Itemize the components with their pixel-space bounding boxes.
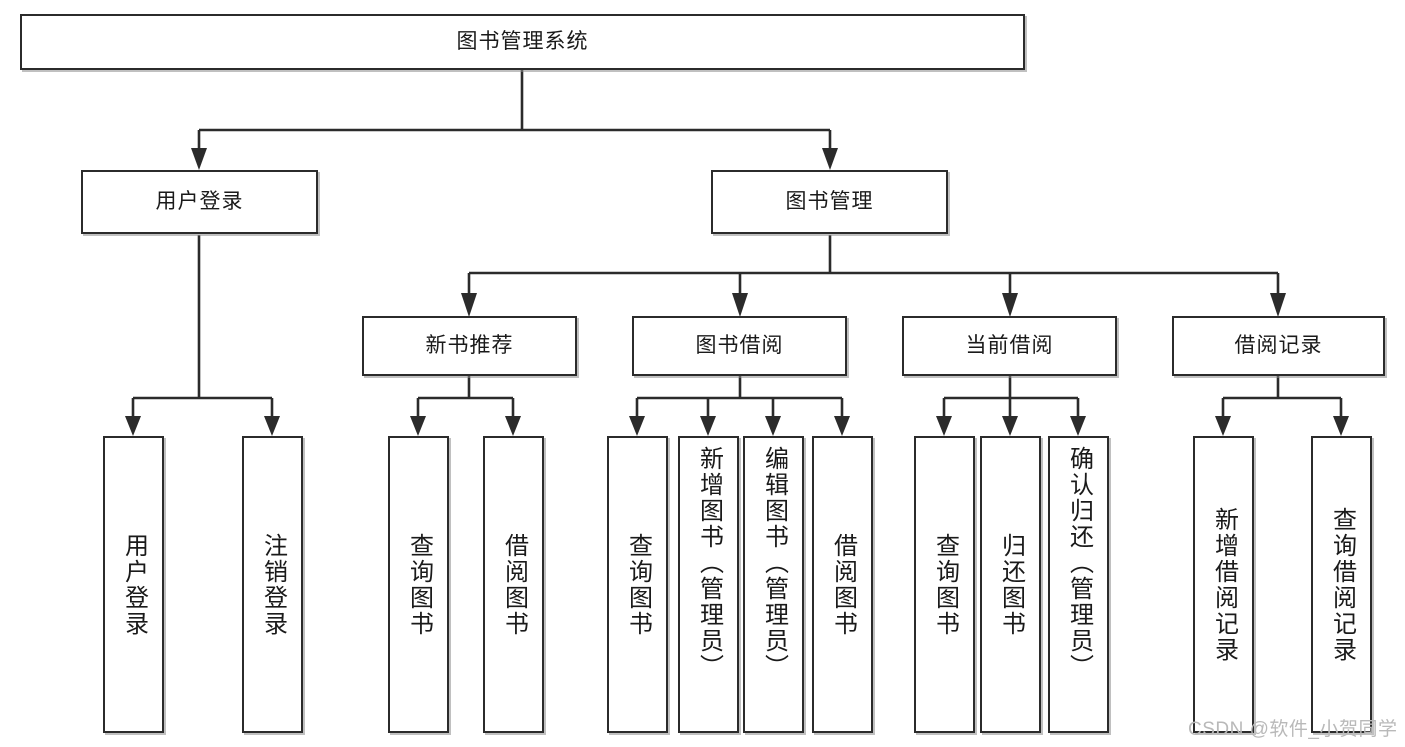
leaf-current-confirm-return[interactable]: 确认归还（管理员） [1048, 436, 1109, 733]
leaf-newbook-query-book-label: 查询图书 [405, 532, 433, 637]
leaf-newbook-query-book[interactable]: 查询图书 [388, 436, 449, 733]
leaf-user-login-label: 用户登录 [120, 532, 148, 637]
leaf-current-return-book-label: 归还图书 [997, 532, 1025, 637]
leaf-record-query-label: 查询借阅记录 [1328, 506, 1356, 663]
leaf-current-query-book[interactable]: 查询图书 [914, 436, 975, 733]
leaf-logout[interactable]: 注销登录 [242, 436, 303, 733]
node-book-borrow-label: 图书借阅 [695, 333, 784, 357]
node-user-login[interactable]: 用户登录 [81, 170, 318, 234]
leaf-current-confirm-return-label: 确认归还（管理员） [1065, 446, 1093, 680]
leaf-borrow-edit-book-label: 编辑图书（管理员） [760, 446, 788, 680]
leaf-newbook-borrow-book[interactable]: 借阅图书 [483, 436, 544, 733]
node-new-book-recommend-label: 新书推荐 [425, 333, 514, 357]
leaf-newbook-borrow-book-label: 借阅图书 [500, 532, 528, 637]
leaf-borrow-query-book[interactable]: 查询图书 [607, 436, 668, 733]
leaf-current-query-book-label: 查询图书 [931, 532, 959, 637]
node-root[interactable]: 图书管理系统 [20, 14, 1025, 70]
node-book-manage[interactable]: 图书管理 [711, 170, 948, 234]
arrowheads [125, 148, 1349, 436]
leaf-borrow-add-book[interactable]: 新增图书（管理员） [678, 436, 739, 733]
node-current-borrow[interactable]: 当前借阅 [902, 316, 1117, 376]
leaf-record-add[interactable]: 新增借阅记录 [1193, 436, 1254, 733]
leaf-record-query[interactable]: 查询借阅记录 [1311, 436, 1372, 733]
leaf-logout-label: 注销登录 [259, 532, 287, 637]
node-current-borrow-label: 当前借阅 [965, 333, 1054, 357]
leaf-user-login[interactable]: 用户登录 [103, 436, 164, 733]
leaf-borrow-add-book-label: 新增图书（管理员） [695, 446, 723, 680]
node-root-label: 图书管理系统 [456, 29, 589, 53]
node-book-manage-label: 图书管理 [785, 189, 874, 213]
node-book-borrow[interactable]: 图书借阅 [632, 316, 847, 376]
leaf-borrow-query-book-label: 查询图书 [624, 532, 652, 637]
leaf-borrow-borrow-book-label: 借阅图书 [829, 532, 857, 637]
leaf-borrow-borrow-book[interactable]: 借阅图书 [812, 436, 873, 733]
leaf-record-add-label: 新增借阅记录 [1210, 506, 1238, 663]
node-borrow-record[interactable]: 借阅记录 [1172, 316, 1385, 376]
node-borrow-record-label: 借阅记录 [1234, 333, 1323, 357]
node-new-book-recommend[interactable]: 新书推荐 [362, 316, 577, 376]
leaf-borrow-edit-book[interactable]: 编辑图书（管理员） [743, 436, 804, 733]
node-user-login-label: 用户登录 [155, 189, 244, 213]
leaf-current-return-book[interactable]: 归还图书 [980, 436, 1041, 733]
